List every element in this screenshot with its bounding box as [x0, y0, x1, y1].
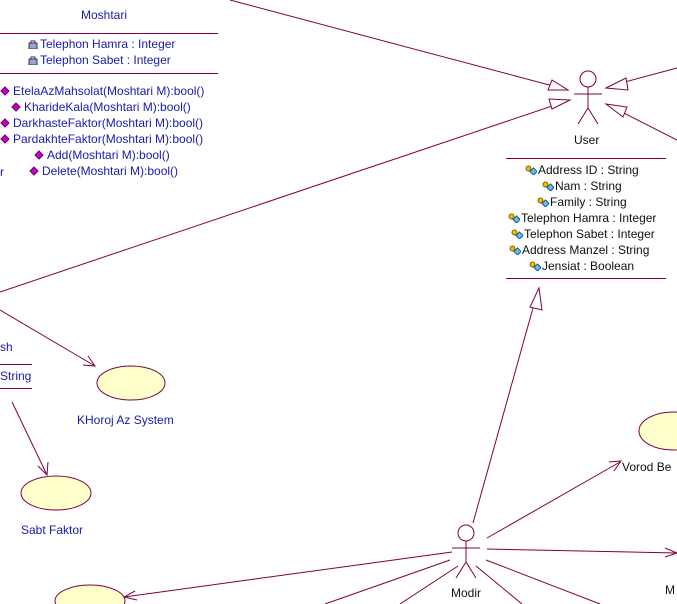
hollow-arrowhead — [604, 77, 629, 91]
moshtari-separator-2 — [0, 73, 218, 74]
cut-off-text-fragment: r — [0, 165, 4, 179]
user-attribute-label: Nam : String — [555, 179, 622, 193]
user-attribute[interactable]: Address Manzel : String — [509, 242, 649, 258]
association-modir-right[interactable] — [486, 548, 677, 554]
usecase-sabt-ellipse[interactable] — [20, 475, 92, 511]
key-attribute-icon — [508, 211, 521, 224]
key-attribute-icon — [511, 227, 524, 240]
user-attribute-label: Address Manzel : String — [522, 243, 650, 257]
moshtari-attribute-label: Telephon Sabet : Integer — [40, 53, 171, 67]
association-modir-down-4[interactable] — [485, 559, 601, 604]
operation-icon — [0, 116, 12, 128]
moshtari-attribute[interactable]: Telephon Hamra : Integer — [27, 36, 175, 52]
moshtari-operation[interactable]: Add(Moshtari M):bool() — [34, 147, 170, 163]
moshtari-operation-label: Delete(Moshtari M):bool() — [42, 164, 179, 178]
key-attribute-icon — [537, 195, 550, 208]
moshtari-operation-label: Add(Moshtari M):bool() — [47, 148, 170, 162]
actor-modir-label: Modir — [451, 586, 482, 600]
moshtari-operation-label: EtelaAzMahsolat(Moshtari M):bool() — [13, 84, 205, 98]
user-attribute[interactable]: Family : String — [537, 194, 627, 210]
hollow-arrowhead — [604, 103, 628, 118]
usecase-sabt-label[interactable]: Sabt Faktor — [21, 523, 84, 537]
operation-icon — [34, 148, 46, 160]
moshtari-operation[interactable]: Delete(Moshtari M):bool() — [29, 163, 178, 179]
left-class-separator-1 — [0, 364, 32, 365]
user-attribute[interactable]: Telephon Sabet : Integer — [511, 226, 655, 242]
open-arrowhead — [608, 460, 623, 472]
actor-modir[interactable] — [452, 524, 480, 579]
user-attribute-label: Telephon Hamra : Integer — [521, 211, 657, 225]
key-attribute-icon — [529, 259, 542, 272]
association-modir-vorod[interactable] — [486, 461, 621, 539]
moshtari-operation-label: DarkhasteFaktor(Moshtari M):bool() — [13, 116, 204, 130]
moshtari-operation-label: PardakhteFaktor(Moshtari M):bool() — [13, 132, 204, 146]
operation-icon — [0, 132, 12, 144]
association-modir-down-3[interactable] — [475, 565, 523, 604]
moshtari-separator-1 — [0, 33, 218, 34]
user-attribute-label: Jensiat : Boolean — [542, 259, 635, 273]
open-arrowhead — [37, 461, 49, 477]
moshtari-attribute-label: Telephon Hamra : Integer — [40, 37, 176, 51]
key-attribute-icon — [542, 179, 555, 192]
usecase-vorod-ellipse[interactable] — [638, 411, 677, 451]
actor-user-label: User — [574, 133, 600, 147]
moshtari-class-name[interactable]: Moshtari — [81, 8, 128, 22]
usecase-vorod-label[interactable]: Vorod Be — [622, 460, 672, 474]
moshtari-operation-label: KharideKala(Moshtari M):bool() — [24, 100, 191, 114]
association-modir-bottom-left[interactable] — [123, 551, 453, 598]
association-modir-down-1[interactable] — [324, 559, 451, 604]
association-left-user[interactable] — [0, 99, 571, 293]
association-moshtari-user[interactable] — [229, 0, 569, 91]
key-attribute-icon — [509, 243, 522, 256]
user-attribute[interactable]: Jensiat : Boolean — [529, 258, 634, 274]
moshtari-operation[interactable]: EtelaAzMahsolat(Moshtari M):bool() — [0, 83, 204, 99]
user-separator-1 — [506, 158, 666, 159]
open-arrowhead — [664, 547, 677, 558]
hollow-arrowhead — [548, 98, 572, 110]
moshtari-operation[interactable]: PardakhteFaktor(Moshtari M):bool() — [0, 131, 203, 147]
left-class-separator-2 — [0, 388, 32, 389]
hollow-arrowhead — [529, 286, 543, 311]
moshtari-operation[interactable]: KharideKala(Moshtari M):bool() — [11, 99, 191, 115]
user-attribute[interactable]: Address ID : String — [525, 162, 639, 178]
user-attribute-label: Address ID : String — [538, 163, 639, 177]
usecase-khoroj-label[interactable]: KHoroj Az System — [77, 413, 174, 427]
association-modir-down-2[interactable] — [399, 565, 459, 604]
usecase-bottom-left-ellipse[interactable] — [54, 584, 126, 604]
association-to-sabt[interactable] — [11, 401, 48, 476]
user-attribute[interactable]: Telephon Hamra : Integer — [508, 210, 656, 226]
moshtari-operation[interactable]: DarkhasteFaktor(Moshtari M):bool() — [0, 115, 203, 131]
operation-icon — [11, 100, 23, 112]
key-attribute-icon — [525, 163, 538, 176]
association-to-khoroj[interactable] — [0, 309, 96, 367]
user-attribute-label: Telephon Sabet : Integer — [524, 227, 655, 241]
open-arrowhead — [82, 355, 97, 367]
left-class-name-fragment[interactable]: sh — [0, 340, 13, 354]
user-separator-2 — [506, 278, 666, 279]
operation-icon — [29, 164, 41, 176]
right-edge-fragment: M — [665, 583, 675, 597]
lock-attribute-icon — [27, 53, 39, 66]
user-attribute-label: Family : String — [550, 195, 627, 209]
usecase-khoroj-ellipse[interactable] — [96, 365, 166, 401]
generalization-modir-user[interactable] — [472, 289, 539, 524]
left-class-attribute-fragment[interactable]: String — [0, 369, 32, 383]
hollow-arrowhead — [547, 79, 570, 91]
actor-user[interactable] — [574, 70, 602, 125]
operation-icon — [0, 84, 12, 96]
lock-attribute-icon — [27, 37, 39, 50]
moshtari-attribute[interactable]: Telephon Sabet : Integer — [27, 52, 171, 68]
user-attribute[interactable]: Nam : String — [542, 178, 622, 194]
